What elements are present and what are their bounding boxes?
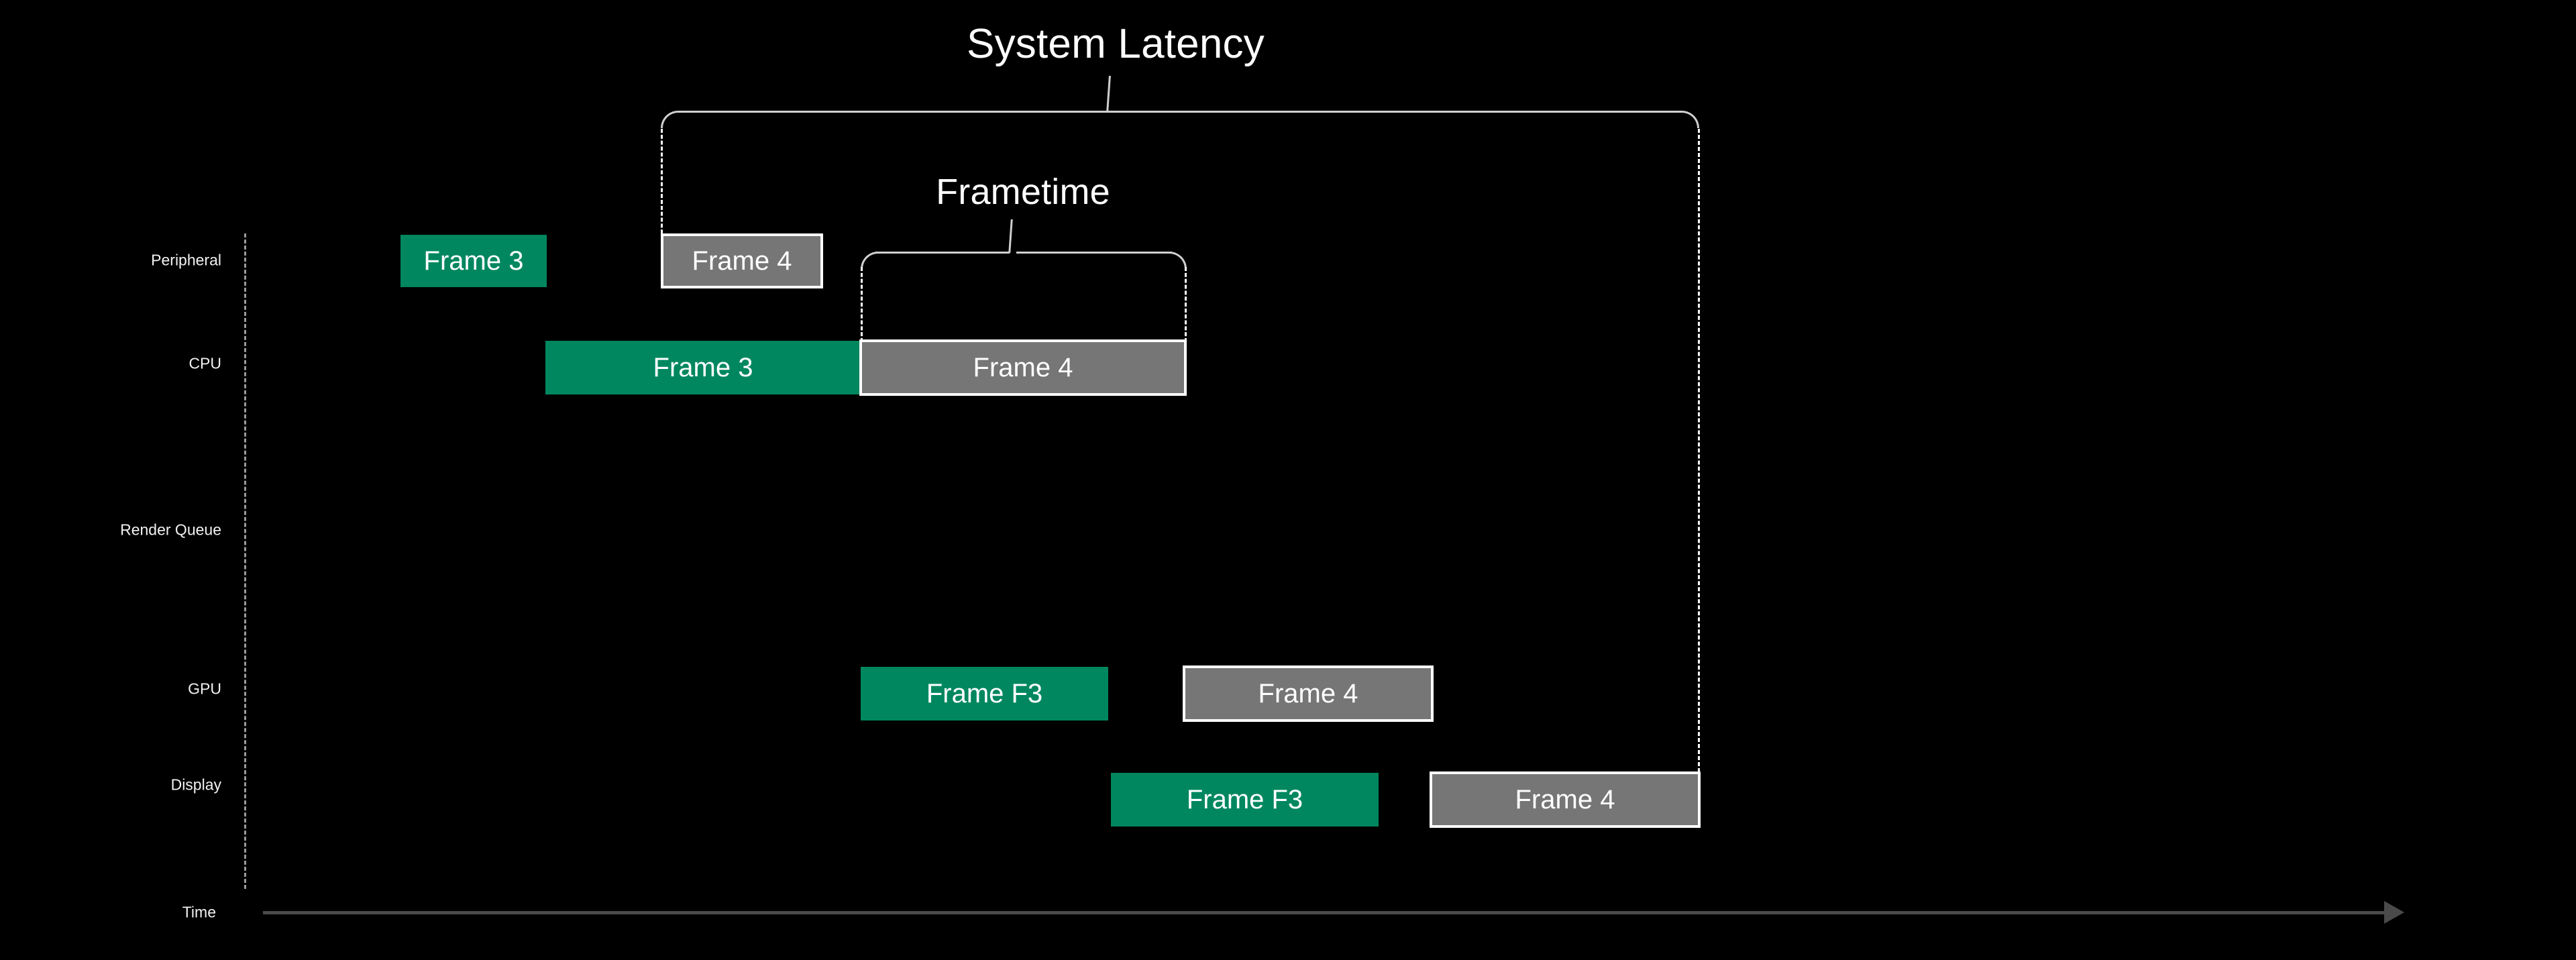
bracket-span-left — [678, 111, 1114, 113]
bar-display-frame4[interactable]: Frame 4 — [1430, 771, 1701, 828]
vertical-axis-dashed-line — [244, 233, 246, 889]
time-arrow-icon — [2384, 901, 2404, 924]
bracket-span-right — [1114, 111, 1682, 113]
bracket-peak — [1106, 76, 1111, 113]
bar-gpu-frame4[interactable]: Frame 4 — [1183, 665, 1434, 722]
frametime-span-right — [1016, 252, 1172, 254]
row-label-render-queue: Render Queue — [120, 521, 221, 539]
row-label-cpu: CPU — [189, 354, 221, 372]
system-latency-title-text: System Latency — [967, 21, 1265, 67]
bracket-corner-left — [661, 111, 678, 128]
row-label-display: Display — [170, 776, 221, 794]
system-latency-drop-right — [1698, 129, 1700, 778]
frametime-bracket-peak — [1008, 219, 1013, 253]
frametime-title: Frametime — [936, 172, 1110, 212]
frametime-drop-left — [861, 267, 863, 342]
time-axis-line — [263, 911, 2388, 914]
bar-cpu-frame4[interactable]: Frame 4 — [859, 339, 1187, 396]
bar-display-frame-f3[interactable]: Frame F3 — [1111, 773, 1379, 826]
frametime-drop-right — [1185, 267, 1187, 342]
row-label-peripheral: Peripheral — [151, 251, 221, 269]
bar-peripheral-frame3[interactable]: Frame 3 — [400, 235, 547, 287]
frametime-bracket-corner-left — [861, 252, 878, 269]
bar-gpu-frame-f3[interactable]: Frame F3 — [861, 667, 1108, 721]
frametime-span-left — [875, 252, 1010, 254]
time-axis-label: Time — [182, 903, 216, 921]
frametime-bracket — [861, 219, 1187, 269]
row-label-gpu: GPU — [188, 680, 221, 698]
bar-peripheral-frame4[interactable]: Frame 4 — [661, 233, 823, 288]
system-latency-drop-left — [661, 129, 663, 239]
bar-cpu-frame3[interactable]: Frame 3 — [545, 341, 861, 394]
bracket-corner-right — [1682, 111, 1699, 128]
system-latency-bracket — [661, 76, 1699, 131]
